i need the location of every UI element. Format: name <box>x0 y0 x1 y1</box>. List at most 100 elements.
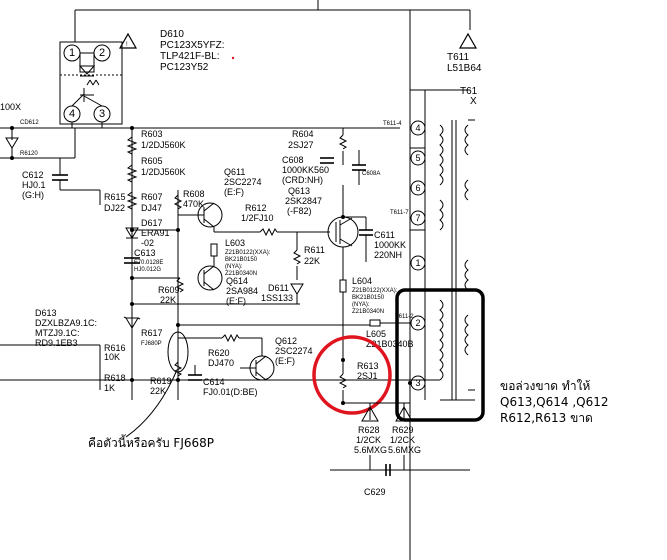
q614-value: 2SA984 <box>226 286 258 296</box>
transformer-top-cut: T61 <box>460 86 478 97</box>
resistor-r620: R620 DJ470 <box>178 333 262 368</box>
r607-ref: R607 <box>141 192 163 202</box>
capacitor-c614: C614 FJ0.01(D:BE) <box>188 365 258 397</box>
transformer-x-cut: X <box>470 96 477 107</box>
transformer-sub: L51B64 <box>447 63 482 74</box>
highlight-circle <box>312 335 392 415</box>
r629-type: 5.6MXG <box>388 445 421 455</box>
frame-lines <box>74 0 471 560</box>
l605-value: Z21B0340B <box>366 339 414 349</box>
t611-pin-7: 7 <box>415 213 420 223</box>
r613-ref: R613 <box>357 361 379 371</box>
c608-value: 1000KK560 <box>282 165 329 175</box>
ic-part-3: PC123Y52 <box>160 62 209 73</box>
t611-pin-3: 3 <box>415 378 420 388</box>
resistor-r609: R609 22K <box>132 277 185 305</box>
resistor-r603: R603 1/2DJ560K <box>126 129 186 155</box>
svg-text:C608A: C608A <box>362 171 380 177</box>
r604-value: 2SJ27 <box>288 140 314 150</box>
capacitor-c613: C613 F70.0128E HJ0.012G <box>124 248 163 273</box>
resistor-r607: R607 DJ47 <box>126 191 163 213</box>
q612-value: 2SC2274 <box>275 346 313 356</box>
l603-part-4: Z21B0340N <box>225 271 257 277</box>
l604-part-4: Z21B0340N <box>352 309 384 315</box>
c611-ref: C611 <box>374 230 395 240</box>
transistor-q612: Q612 2SC2274 (E:F) <box>240 336 313 381</box>
c608-ref: C608 <box>282 155 304 165</box>
l603-part-3: (NYA): <box>225 264 243 270</box>
q611-ref: Q611 <box>224 167 245 177</box>
d611-value: 1SS133 <box>261 293 293 303</box>
l603-part-2: BK21B0150 <box>225 257 258 263</box>
cut-label-100x: 100X <box>0 102 21 112</box>
l604-part-1: Z21B0122(XXA): <box>352 288 398 294</box>
t611-pin-2: 2 <box>415 318 420 328</box>
c629-ref: C629 <box>364 487 386 497</box>
diode-d611: D611 1SS133 <box>261 283 304 304</box>
c614-ref: C614 <box>203 377 225 387</box>
transistor-q611: Q611 2SC2274 (E:F) <box>178 167 262 228</box>
c612-value: HJ0.1 <box>22 180 46 190</box>
r615-value: DJ22 <box>104 203 125 213</box>
t611-pin-1: 1 <box>415 258 420 268</box>
diode-d617: D617 ERA91 -02 <box>125 218 170 248</box>
svg-text:R6120: R6120 <box>20 151 38 157</box>
l604-part-3: (NYA): <box>352 302 370 308</box>
ic-pin-2: 2 <box>99 47 105 59</box>
handwritten-oval <box>167 331 189 373</box>
handwritten-question: คือตัวนี้หรือครับ FJ668P <box>88 434 214 450</box>
r629-ref: R629 <box>392 425 414 435</box>
q613-ref: Q613 <box>288 186 310 196</box>
l604-part-2: BK21B0150 <box>352 295 385 301</box>
r620-ref: R620 <box>208 348 230 358</box>
r609-value: 22K <box>160 295 176 305</box>
d617-value: ERA91 <box>141 228 170 238</box>
ic-pin-4: 4 <box>69 108 75 120</box>
d617-suffix: -02 <box>141 238 154 248</box>
r628-ref: R628 <box>358 425 380 435</box>
capacitor-c612: C612 HJ0.1 (G:H) <box>22 158 100 200</box>
resistor-r613: R613 2SJ1 <box>338 325 379 405</box>
optocoupler-d610: 1 2 4 3 <box>59 41 123 125</box>
q612-ref: Q612 <box>275 336 297 346</box>
ic-labels: D610 PC123X5YFZ: TLP421F-BL: PC123Y52 <box>160 29 235 73</box>
mosfet-q613 <box>327 185 359 280</box>
q614-ref: Q614 <box>226 276 248 286</box>
q613-type: (-F82) <box>287 206 312 216</box>
r605-ref: R605 <box>141 156 163 166</box>
r612-ref: R612 <box>245 203 267 213</box>
r616-value: 10K <box>104 352 120 362</box>
resistor-r604: R604 2SJ27 <box>288 128 348 165</box>
q613-value: 2SK2847 <box>285 196 322 206</box>
r603-value: 1/2DJ560K <box>141 140 186 150</box>
note-line-3: R612,R613 ขาด <box>500 411 593 425</box>
t611-pin-4: 4 <box>415 123 420 133</box>
c613-type: HJ0.012G <box>134 267 161 273</box>
resistor-r608: R608 470K <box>173 189 205 210</box>
l603-ref: L603 <box>225 238 245 248</box>
r613-value: 2SJ1 <box>357 371 378 381</box>
zener-d613: D613 DZXLBZA9.1C: MTZJ9.1C: RD9.1EB3 <box>35 308 141 348</box>
left-edge: 100X CD612 R6120 <box>0 102 440 381</box>
r608-ref: R608 <box>183 189 205 199</box>
transformer-t611: T611 L51B64 T61 X 4 5 6 7 1 2 3 T <box>383 32 482 401</box>
ic-pin-1: 1 <box>69 47 75 59</box>
q612-type: (E:F) <box>275 356 295 366</box>
capacitor-c611: C611 1000KK 220NH <box>343 216 406 262</box>
handwritten-arrow <box>125 371 177 438</box>
r629-value: 1/2CK <box>390 435 415 445</box>
r611-ref: R611 <box>304 245 325 255</box>
c613-ref: C613 <box>134 248 156 258</box>
c613-value: F70.0128E <box>134 260 163 266</box>
inductor-l604: L604 Z21B0122(XXA): BK21B0150 (NYA): Z21… <box>339 276 398 315</box>
q614-type: (E:F) <box>226 296 246 306</box>
transformer-ref: T611 <box>447 52 469 63</box>
resistor-r617: R617 FJ680P <box>141 328 163 347</box>
bottom-network: R628 1/2CK 5.6MXG R629 1/2CK 5.6MXG C629 <box>330 402 470 497</box>
r605-value: 1/2DJ560K <box>141 167 186 177</box>
r628-value: 1/2CK <box>356 435 381 445</box>
r618-value: 1K <box>104 383 115 393</box>
ic-ref: D610 <box>160 29 184 40</box>
l605-ref: L605 <box>366 329 386 339</box>
l603-part-1: Z21B0122(XXA): <box>225 250 271 256</box>
